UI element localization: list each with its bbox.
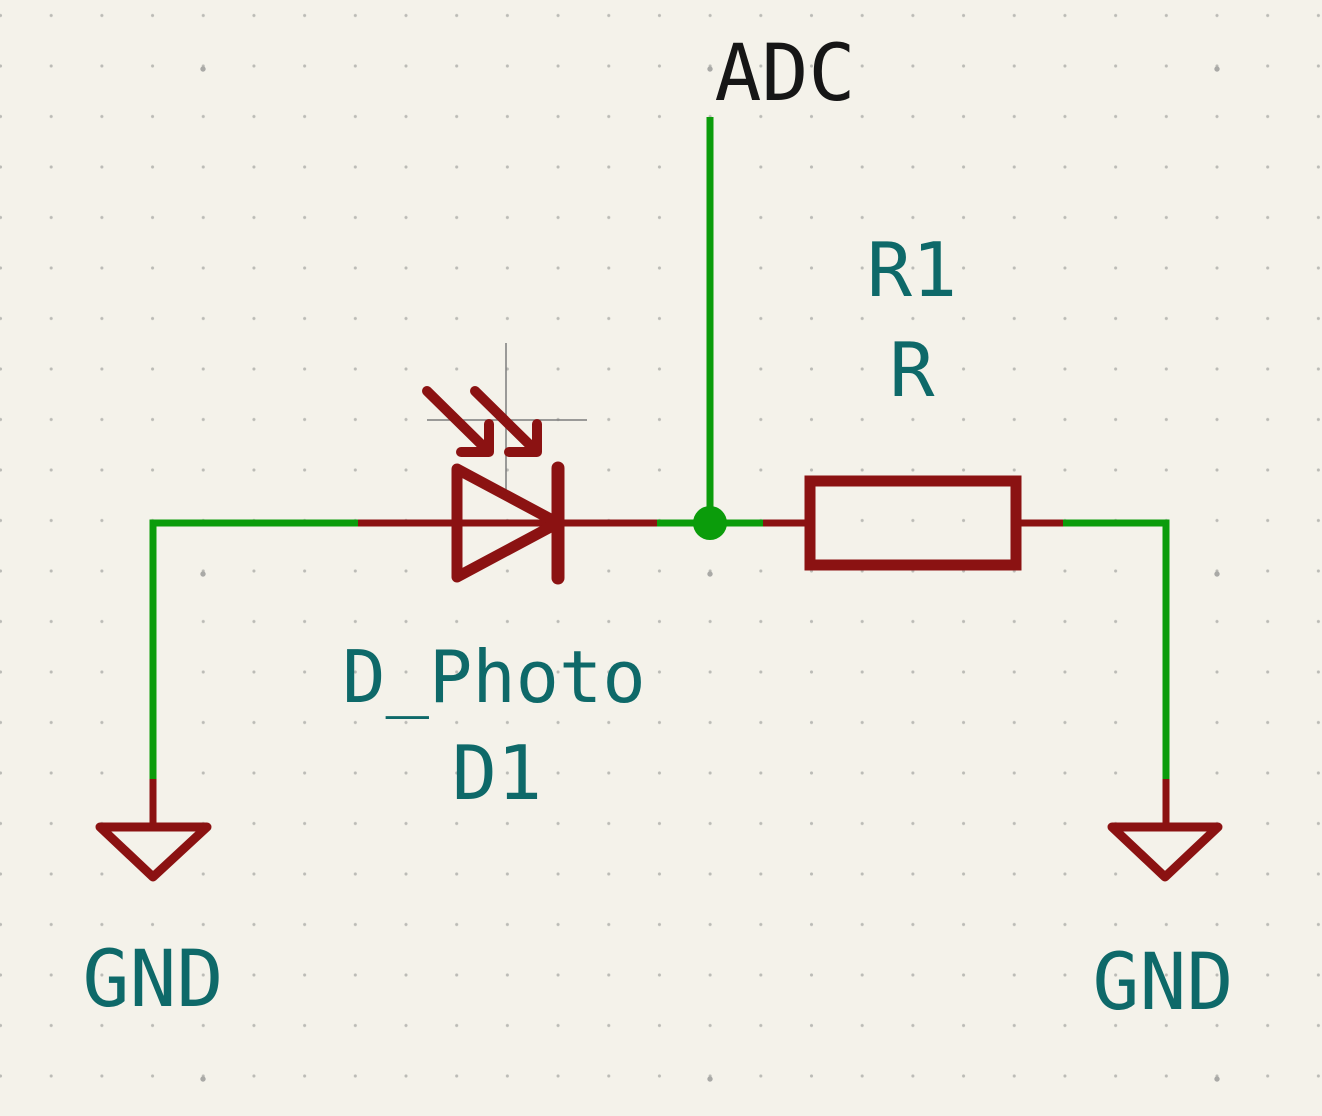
gnd-label-right[interactable]: GND <box>1093 938 1234 1028</box>
light-arrow-shaft[interactable] <box>470 386 540 455</box>
gnd-label-left[interactable]: GND <box>83 935 224 1025</box>
resistor-reference-label[interactable]: R1 <box>867 226 957 314</box>
photodiode-value-label[interactable]: D_Photo <box>342 635 645 719</box>
light-arrow-icon[interactable] <box>470 386 542 457</box>
net-label-adc[interactable]: ADC <box>715 29 856 119</box>
wire-left-to-gnd[interactable] <box>149 519 358 779</box>
resistor-body[interactable] <box>804 475 1022 571</box>
gnd-triangle-icon[interactable] <box>1107 822 1223 882</box>
light-arrow-head[interactable] <box>504 419 542 457</box>
light-arrow-icon[interactable] <box>422 386 494 457</box>
gnd-triangle-icon[interactable] <box>95 822 212 882</box>
photodiode-reference-label[interactable]: D1 <box>452 729 542 817</box>
photodiode-symbol[interactable] <box>358 386 657 585</box>
light-arrow-head[interactable] <box>456 419 494 457</box>
wire-junction-dot[interactable] <box>693 506 727 540</box>
resistor-value-label[interactable]: R <box>889 326 935 414</box>
resistor-symbol[interactable] <box>763 475 1063 571</box>
gnd-symbol-left[interactable] <box>95 778 212 882</box>
photodiode-triangle[interactable] <box>451 463 564 583</box>
wire-right-to-gnd[interactable] <box>1063 519 1170 779</box>
light-arrow-shaft[interactable] <box>422 386 492 455</box>
gnd-symbol-right[interactable] <box>1107 778 1223 882</box>
